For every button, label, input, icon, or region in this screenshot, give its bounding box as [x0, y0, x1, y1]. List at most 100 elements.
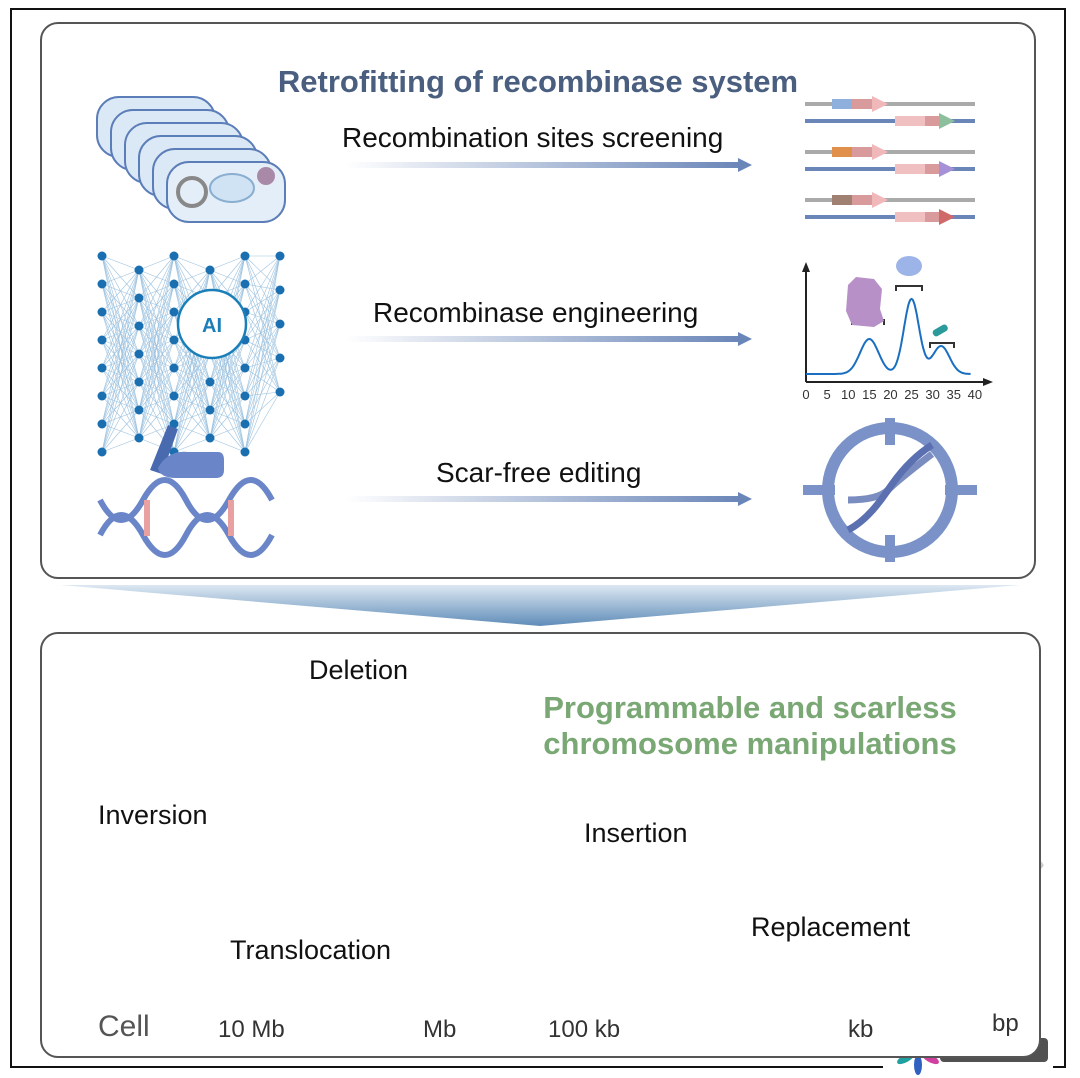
bottom-title: Programmable and scarless chromosome man…: [520, 690, 980, 762]
nn-edge: [138, 255, 175, 271]
nn-edge: [101, 437, 140, 453]
nn-edge: [101, 297, 140, 453]
nn-edge: [244, 289, 281, 369]
nn-node: [97, 279, 107, 289]
nn-edge: [244, 311, 281, 325]
nn-node: [134, 293, 144, 303]
nn-node: [97, 307, 107, 317]
dna-edit-icon: [97, 477, 275, 558]
chromatogram-x-tick: 30: [925, 387, 940, 402]
nn-node: [275, 353, 285, 363]
nn-edge: [244, 255, 281, 369]
nn-edge: [138, 283, 175, 439]
nn-edge: [173, 269, 211, 285]
bottom-title-line2: chromosome manipulations: [543, 726, 957, 761]
nn-edge: [101, 353, 140, 453]
label-replacement: Replacement: [751, 912, 911, 942]
large-protein-icon: [846, 277, 884, 327]
nn-node: [97, 251, 107, 261]
step-label-screening: Recombination sites screening: [342, 122, 724, 153]
nn-edge: [244, 339, 281, 359]
recombination-sites-icon: [805, 96, 975, 225]
nn-node: [169, 307, 179, 317]
nn-node: [240, 447, 250, 457]
ai-circle: [176, 288, 248, 360]
small-protein-icon: [932, 324, 948, 337]
nn-node: [275, 251, 285, 261]
nn-edge: [244, 391, 281, 397]
chromatogram-x-tick: 15: [862, 387, 877, 402]
step-label-scar-free: Scar-free editing: [436, 457, 642, 488]
chromatogram-x-tick: 20: [883, 387, 898, 402]
nn-edge: [138, 311, 175, 439]
neural-network-icon: [97, 251, 285, 457]
nn-edge: [138, 255, 175, 411]
chromatogram-x-tick: 40: [967, 387, 983, 402]
nn-node: [169, 391, 179, 401]
label-deletion: Deletion: [309, 655, 409, 685]
nn-edge: [209, 367, 246, 439]
outer-frame: [10, 8, 1066, 1068]
nn-edge: [101, 325, 140, 453]
nn-edge: [244, 289, 281, 425]
nn-node: [97, 335, 107, 345]
nn-node: [169, 335, 179, 345]
nn-edge: [209, 339, 246, 439]
funnel-arrow: [60, 585, 1020, 626]
nn-edge: [138, 255, 175, 355]
nn-edge: [101, 269, 140, 369]
nn-node: [169, 251, 179, 261]
nn-edge: [173, 437, 211, 453]
ai-label: AI: [202, 315, 222, 337]
chromatogram-x-tick: 5: [823, 387, 831, 402]
nn-edge: [244, 311, 281, 359]
nn-node: [97, 419, 107, 429]
nn-edge: [209, 437, 246, 453]
nn-node: [240, 391, 250, 401]
nn-edge: [244, 323, 281, 341]
nn-edge: [101, 381, 140, 453]
arrow-engineering: [345, 332, 752, 346]
scale-tick-kb: kb: [848, 1016, 874, 1043]
arrow-scar-free: [345, 492, 752, 506]
nn-node: [169, 363, 179, 373]
nn-node: [97, 391, 107, 401]
nn-edge: [244, 289, 281, 313]
nn-edge: [244, 255, 281, 397]
nn-edge: [138, 255, 175, 439]
nn-edge: [244, 391, 281, 453]
nn-edge: [173, 409, 211, 453]
nn-edge: [209, 423, 246, 439]
nn-node: [240, 419, 250, 429]
label-cell: Cell: [98, 1010, 150, 1043]
chromatogram-x-tick: 25: [904, 387, 919, 402]
nn-node: [134, 405, 144, 415]
nn-edge: [244, 255, 281, 313]
nn-edge: [138, 395, 175, 439]
nn-edge: [244, 283, 281, 359]
nn-node: [134, 321, 144, 331]
label-translocation: Translocation: [230, 935, 392, 965]
arrow-screening: [345, 158, 752, 172]
nn-edge: [244, 323, 281, 425]
target-dna-icon: [803, 418, 977, 562]
nn-edge: [244, 357, 281, 453]
nn-node: [169, 419, 179, 429]
nn-edge: [244, 323, 281, 369]
nn-node: [134, 265, 144, 275]
chromatogram-chart: [802, 256, 993, 386]
nn-node: [205, 377, 215, 387]
nn-edge: [244, 255, 281, 453]
nn-edge: [209, 255, 246, 271]
nn-edge: [244, 255, 281, 425]
nn-node: [275, 319, 285, 329]
nn-edge: [244, 357, 281, 369]
nn-edge: [138, 255, 175, 299]
scale-tick-bp: bp: [992, 1010, 1019, 1037]
nn-edge: [244, 323, 281, 453]
nn-edge: [173, 255, 211, 271]
nn-node: [205, 265, 215, 275]
nn-node: [275, 285, 285, 295]
nn-node: [205, 433, 215, 443]
nn-node: [134, 349, 144, 359]
